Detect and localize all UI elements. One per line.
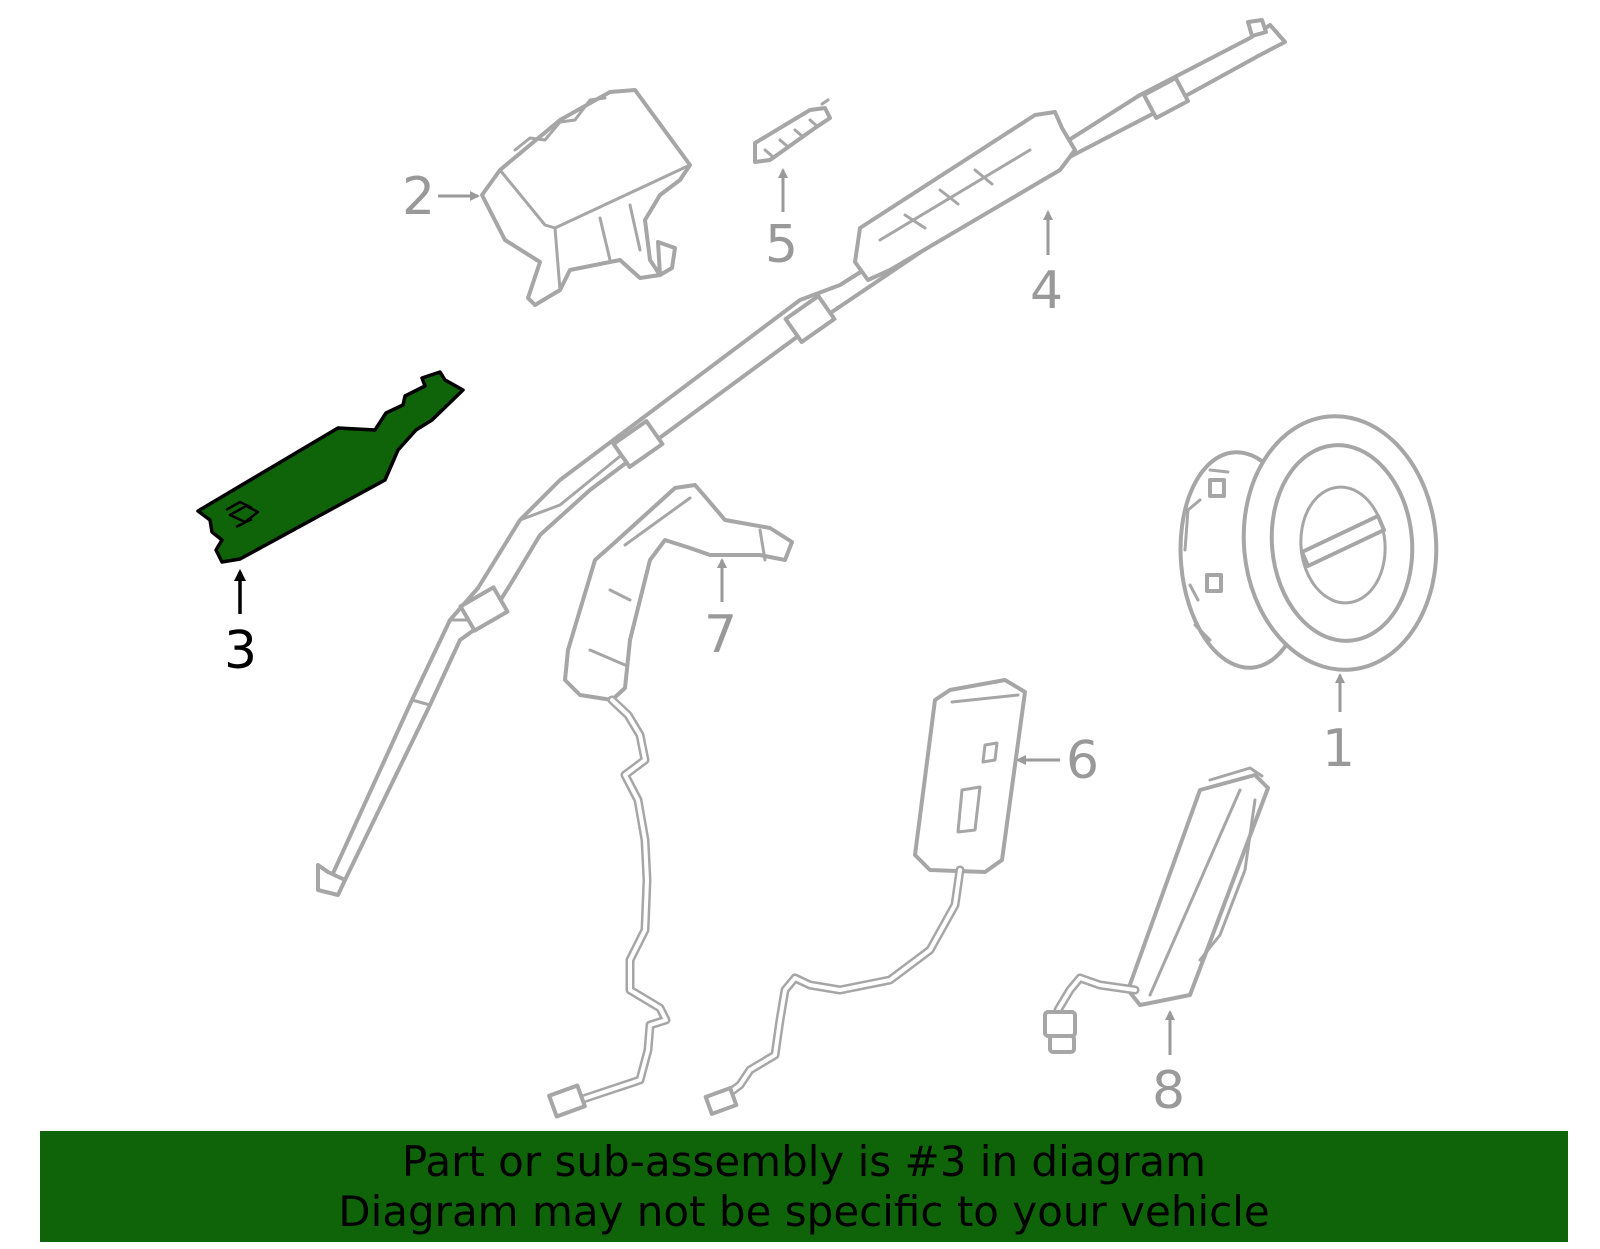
callout-label-1: 1 xyxy=(1322,719,1355,779)
callout-label-6: 6 xyxy=(1066,731,1099,791)
callout-1: 1 xyxy=(1322,673,1355,779)
callout-label-2: 2 xyxy=(402,167,435,227)
callout-4: 4 xyxy=(1030,210,1063,321)
callout-label-5: 5 xyxy=(765,215,798,275)
callout-2: 2 xyxy=(402,167,480,227)
callout-7: 7 xyxy=(704,558,737,665)
callout-3: 3 xyxy=(224,569,257,681)
part-7-pillar-airbag[interactable] xyxy=(547,483,794,1119)
part-1-driver-airbag[interactable] xyxy=(1172,408,1447,678)
part-2-passenger-airbag[interactable] xyxy=(480,88,692,307)
callout-8: 8 xyxy=(1152,1010,1185,1121)
callout-label-3: 3 xyxy=(224,621,257,681)
callout-label-8: 8 xyxy=(1152,1061,1185,1121)
callout-6: 6 xyxy=(1016,731,1099,791)
banner-line-2: Diagram may not be specific to your vehi… xyxy=(338,1186,1270,1236)
callout-5: 5 xyxy=(765,168,798,275)
part-8-tube-airbag[interactable] xyxy=(1043,766,1270,1054)
part-6-seat-airbag[interactable] xyxy=(703,678,1027,1116)
banner-line-1: Part or sub-assembly is #3 in diagram xyxy=(401,1136,1207,1186)
part-5-bracket[interactable] xyxy=(753,98,832,164)
disclaimer-banner: Part or sub-assembly is #3 in diagram Di… xyxy=(40,1131,1568,1242)
callout-label-7: 7 xyxy=(704,605,737,665)
part-3-knee-airbag[interactable] xyxy=(196,370,465,564)
part-4-curtain-airbag[interactable] xyxy=(316,18,1287,897)
callout-label-4: 4 xyxy=(1030,261,1063,321)
